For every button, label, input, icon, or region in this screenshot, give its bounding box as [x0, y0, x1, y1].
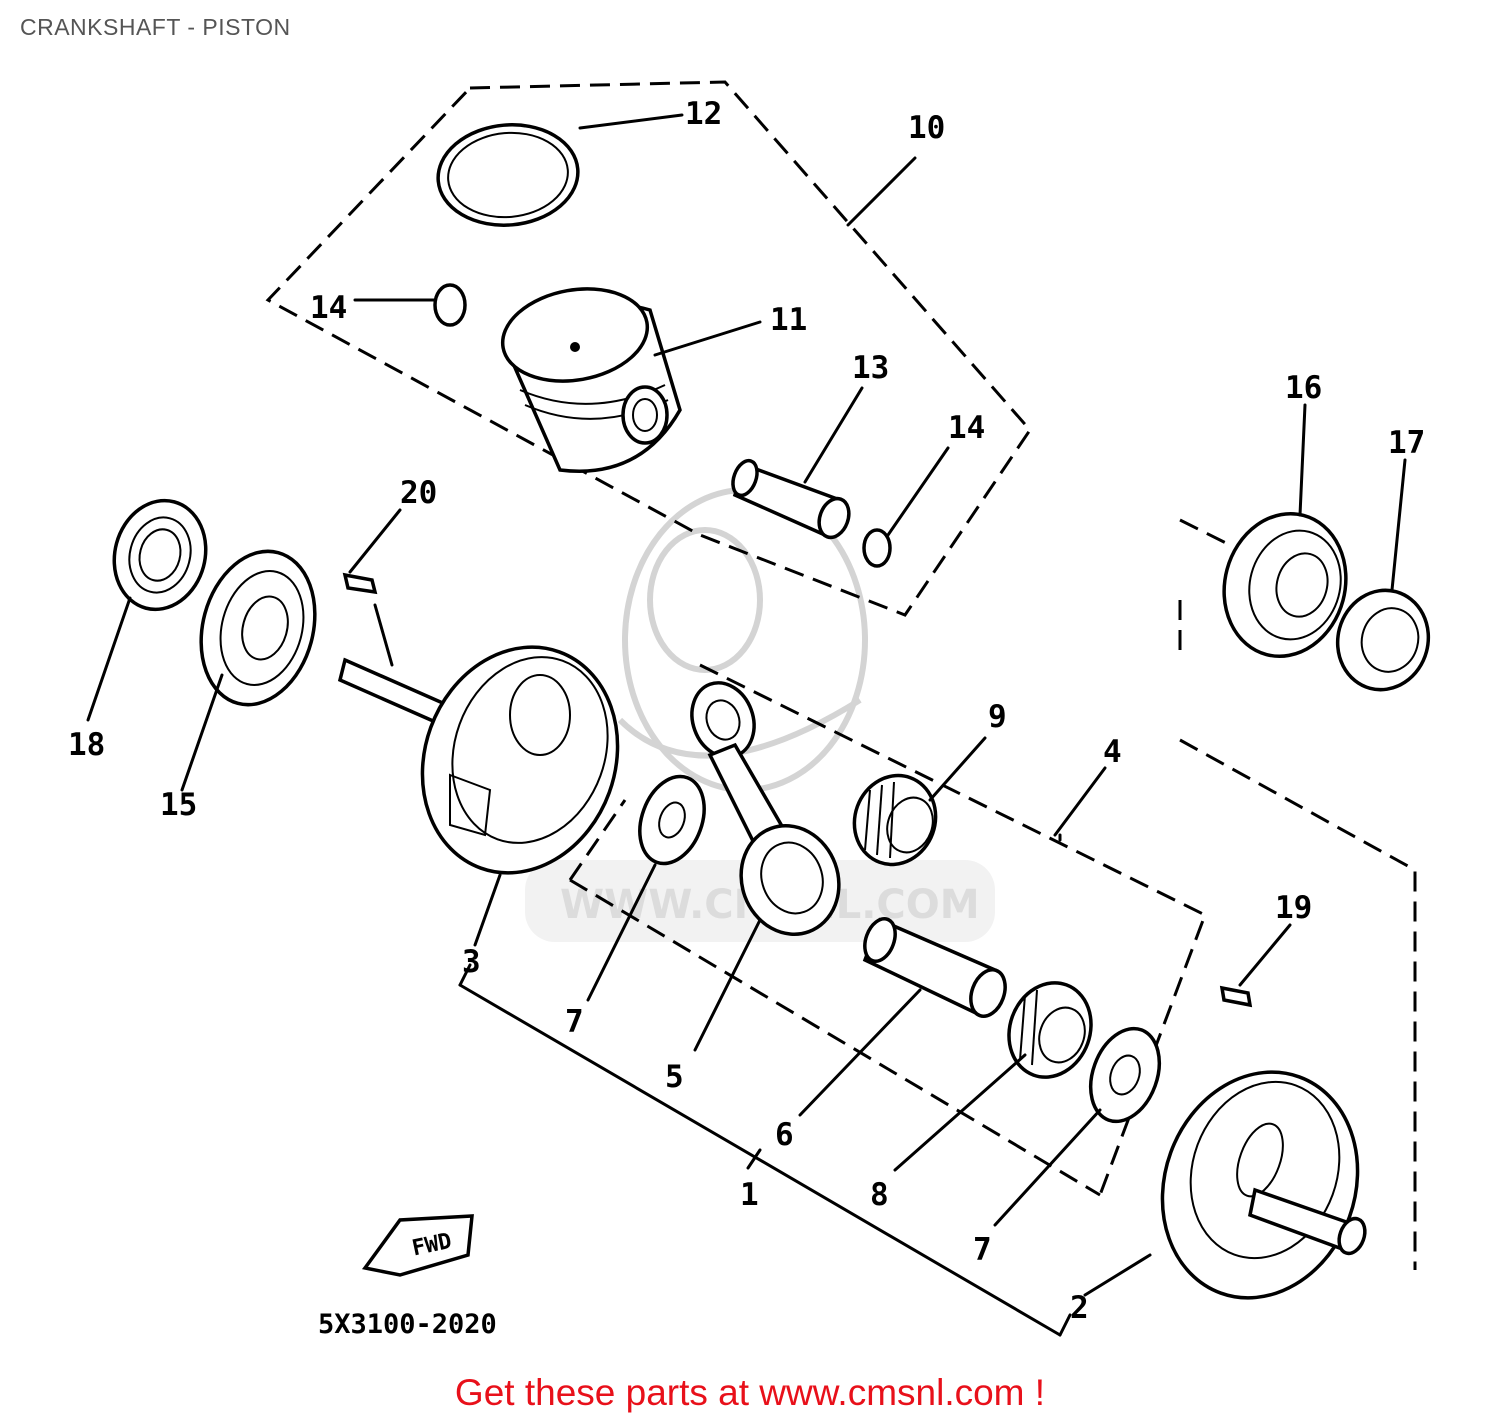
callout-9: 9 — [988, 699, 1007, 735]
callout-15: 15 — [160, 787, 197, 823]
circlip-lower — [862, 528, 892, 568]
part-code: 5X3100-2020 — [318, 1309, 497, 1340]
callout-7-right: 7 — [973, 1232, 992, 1268]
callout-8: 8 — [870, 1177, 889, 1213]
callout-3: 3 — [462, 944, 481, 980]
callout-5: 5 — [665, 1059, 684, 1095]
crank-pin — [862, 917, 1007, 1018]
bearing-right — [1222, 511, 1348, 659]
thrust-washer-left — [638, 774, 706, 866]
crank-half-left — [337, 645, 620, 875]
thrust-washer-right — [1088, 1026, 1162, 1124]
piston-assembly-frame — [265, 80, 1032, 617]
callout-18: 18 — [68, 727, 105, 763]
callout-2: 2 — [1070, 1290, 1089, 1326]
bearing-left — [199, 549, 317, 707]
callout-12: 12 — [685, 96, 722, 132]
piston — [500, 287, 682, 473]
piston-pin — [731, 458, 851, 540]
forward-arrow-icon: FWD — [361, 1214, 474, 1277]
callout-19: 19 — [1275, 890, 1312, 926]
callout-7-left: 7 — [565, 1004, 584, 1040]
oil-seal-right — [1335, 588, 1431, 692]
small-end-needle-bearing — [852, 773, 938, 867]
callout-14-lower: 14 — [948, 410, 985, 446]
big-end-needle-bearing — [1007, 981, 1093, 1079]
woodruff-key-right — [1219, 985, 1253, 1008]
callout-11: 11 — [770, 302, 807, 338]
piston-ring — [436, 123, 580, 227]
callout-1: 1 — [740, 1177, 759, 1213]
callout-numbers: 1 2 3 4 5 6 7 7 8 9 10 11 12 13 14 14 15… — [68, 96, 1425, 1326]
callout-16: 16 — [1285, 370, 1322, 406]
connecting-rod — [690, 681, 841, 936]
leader-lines — [86, 113, 1407, 1297]
woodruff-key-left — [342, 572, 378, 595]
callout-13: 13 — [852, 350, 889, 386]
callout-20: 20 — [400, 475, 437, 511]
callout-4: 4 — [1103, 734, 1122, 770]
callout-17: 17 — [1388, 425, 1425, 461]
page-title: CRANKSHAFT - PISTON — [20, 14, 291, 40]
oil-seal-left — [112, 498, 208, 612]
footer-cta-link[interactable]: Get these parts at www.cmsnl.com ! — [454, 1372, 1046, 1413]
crankshaft-bracket — [458, 963, 1072, 1337]
callout-10: 10 — [908, 110, 945, 146]
callout-6: 6 — [775, 1117, 794, 1153]
crank-half-right — [1160, 1070, 1367, 1300]
callout-14-upper: 14 — [310, 290, 347, 326]
circlip-upper — [433, 283, 467, 327]
